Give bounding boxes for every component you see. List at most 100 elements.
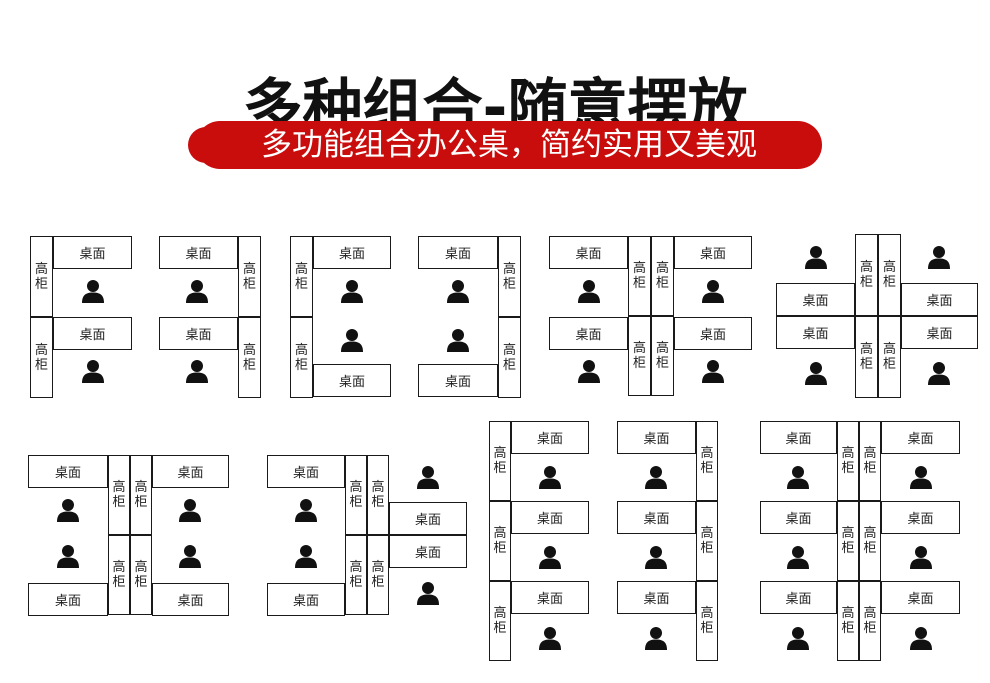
desk-label: 桌面 bbox=[418, 364, 498, 397]
desk-label: 桌面 bbox=[267, 455, 345, 488]
person-icon bbox=[417, 582, 439, 605]
person-icon bbox=[186, 360, 208, 383]
cabinet-label: 高柜 bbox=[859, 581, 881, 661]
desk-label: 桌面 bbox=[28, 455, 108, 488]
person-icon bbox=[787, 466, 809, 489]
desk-label: 桌面 bbox=[159, 317, 238, 350]
cabinet-label: 高柜 bbox=[859, 501, 881, 581]
person-icon bbox=[179, 545, 201, 568]
person-icon bbox=[645, 627, 667, 650]
cabinet-label: 高柜 bbox=[130, 535, 152, 615]
cabinet-label: 高柜 bbox=[498, 317, 521, 398]
desk-label: 桌面 bbox=[617, 581, 696, 614]
person-icon bbox=[928, 246, 950, 269]
person-icon bbox=[805, 246, 827, 269]
person-icon bbox=[186, 280, 208, 303]
person-icon bbox=[787, 627, 809, 650]
desk-label: 桌面 bbox=[389, 502, 467, 535]
person-icon bbox=[645, 546, 667, 569]
cabinet-label: 高柜 bbox=[651, 316, 674, 396]
desk-label: 桌面 bbox=[760, 581, 837, 614]
cabinet-label: 高柜 bbox=[345, 535, 367, 615]
desk-label: 桌面 bbox=[776, 316, 855, 349]
desk-label: 桌面 bbox=[28, 583, 108, 616]
cabinet-label: 高柜 bbox=[30, 236, 53, 317]
person-icon bbox=[928, 362, 950, 385]
subtitle-banner: 多功能组合办公桌，简约实用又美观 bbox=[188, 121, 822, 169]
desk-label: 桌面 bbox=[313, 364, 391, 397]
person-icon bbox=[910, 627, 932, 650]
desk-label: 桌面 bbox=[152, 583, 229, 616]
desk-label: 桌面 bbox=[617, 501, 696, 534]
cabinet-label: 高柜 bbox=[878, 234, 901, 316]
person-icon bbox=[57, 545, 79, 568]
person-icon bbox=[295, 545, 317, 568]
cabinet-label: 高柜 bbox=[290, 236, 313, 317]
desk-label: 桌面 bbox=[511, 501, 589, 534]
person-icon bbox=[417, 466, 439, 489]
cabinet-label: 高柜 bbox=[878, 316, 901, 398]
desk-label: 桌面 bbox=[152, 455, 229, 488]
person-icon bbox=[805, 362, 827, 385]
desk-label: 桌面 bbox=[511, 421, 589, 454]
cabinet-label: 高柜 bbox=[130, 455, 152, 535]
desk-label: 桌面 bbox=[901, 316, 978, 349]
desk-label: 桌面 bbox=[418, 236, 498, 269]
desk-label: 桌面 bbox=[53, 236, 132, 269]
cabinet-label: 高柜 bbox=[628, 236, 651, 316]
person-icon bbox=[341, 280, 363, 303]
person-icon bbox=[295, 499, 317, 522]
cabinet-label: 高柜 bbox=[367, 455, 389, 535]
cabinet-label: 高柜 bbox=[859, 421, 881, 501]
cabinet-label: 高柜 bbox=[855, 316, 878, 398]
person-icon bbox=[447, 329, 469, 352]
desk-label: 桌面 bbox=[267, 583, 345, 616]
person-icon bbox=[539, 546, 561, 569]
cabinet-label: 高柜 bbox=[30, 317, 53, 398]
person-icon bbox=[645, 466, 667, 489]
desk-label: 桌面 bbox=[159, 236, 238, 269]
desk-label: 桌面 bbox=[617, 421, 696, 454]
person-icon bbox=[179, 499, 201, 522]
desk-label: 桌面 bbox=[549, 317, 628, 350]
cabinet-label: 高柜 bbox=[696, 421, 718, 501]
cabinet-label: 高柜 bbox=[837, 501, 859, 581]
cabinet-label: 高柜 bbox=[696, 581, 718, 661]
person-icon bbox=[702, 360, 724, 383]
person-icon bbox=[910, 546, 932, 569]
person-icon bbox=[82, 280, 104, 303]
cabinet-label: 高柜 bbox=[837, 421, 859, 501]
cabinet-label: 高柜 bbox=[238, 236, 261, 317]
desk-label: 桌面 bbox=[674, 317, 752, 350]
person-icon bbox=[82, 360, 104, 383]
person-icon bbox=[341, 329, 363, 352]
cabinet-label: 高柜 bbox=[489, 581, 511, 661]
cabinet-label: 高柜 bbox=[628, 316, 651, 396]
desk-label: 桌面 bbox=[53, 317, 132, 350]
cabinet-label: 高柜 bbox=[238, 317, 261, 398]
cabinet-label: 高柜 bbox=[108, 455, 130, 535]
cabinet-label: 高柜 bbox=[696, 501, 718, 581]
person-icon bbox=[910, 466, 932, 489]
desk-label: 桌面 bbox=[901, 283, 978, 316]
desk-label: 桌面 bbox=[881, 421, 960, 454]
person-icon bbox=[787, 546, 809, 569]
person-icon bbox=[578, 360, 600, 383]
desk-label: 桌面 bbox=[313, 236, 391, 269]
desk-label: 桌面 bbox=[549, 236, 628, 269]
cabinet-label: 高柜 bbox=[498, 236, 521, 317]
person-icon bbox=[57, 499, 79, 522]
cabinet-label: 高柜 bbox=[108, 535, 130, 615]
cabinet-label: 高柜 bbox=[855, 234, 878, 316]
desk-label: 桌面 bbox=[881, 501, 960, 534]
cabinet-label: 高柜 bbox=[290, 317, 313, 398]
person-icon bbox=[539, 627, 561, 650]
cabinet-label: 高柜 bbox=[651, 236, 674, 316]
desk-label: 桌面 bbox=[389, 535, 467, 568]
person-icon bbox=[702, 280, 724, 303]
cabinet-label: 高柜 bbox=[837, 581, 859, 661]
desk-label: 桌面 bbox=[511, 581, 589, 614]
cabinet-label: 高柜 bbox=[489, 501, 511, 581]
desk-label: 桌面 bbox=[760, 501, 837, 534]
